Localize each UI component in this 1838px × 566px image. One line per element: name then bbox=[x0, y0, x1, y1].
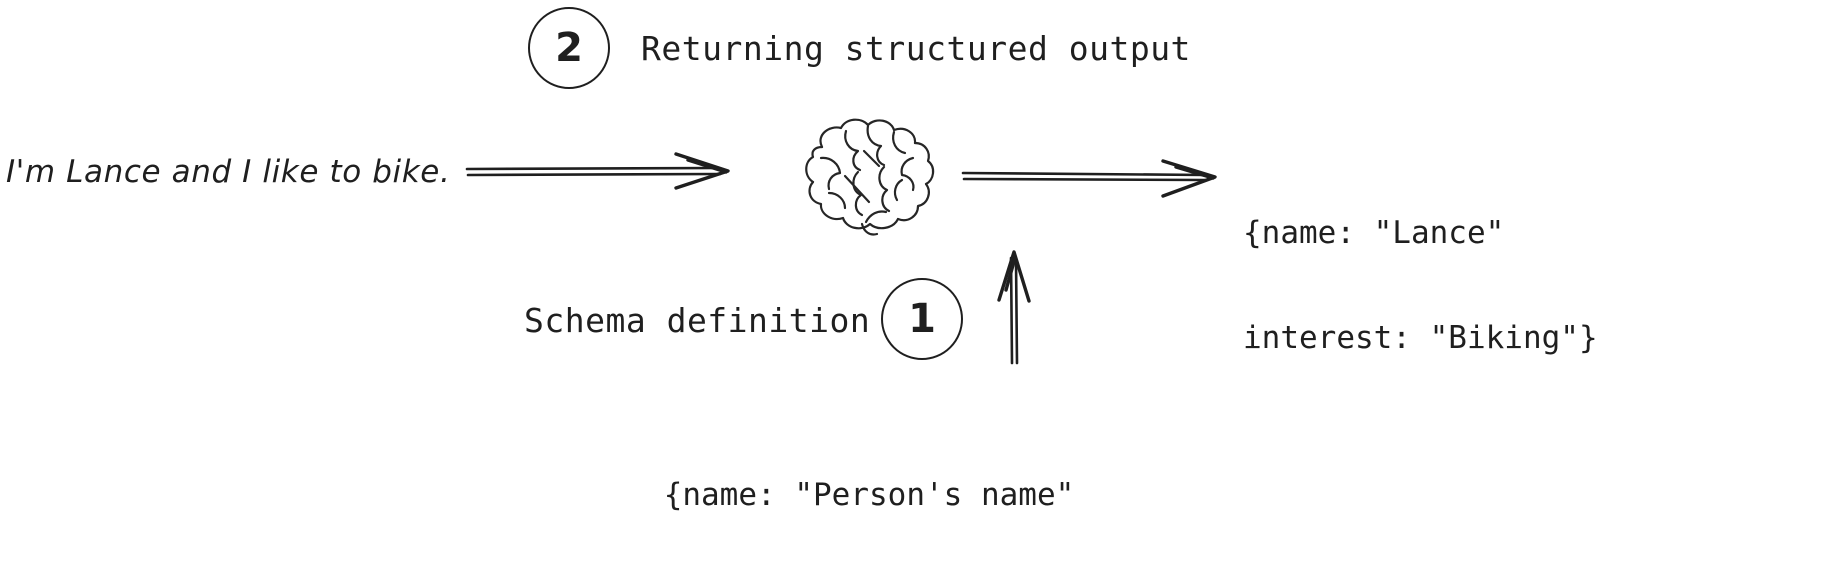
step-badge-2-number: 2 bbox=[555, 25, 583, 71]
arrow-input-to-model bbox=[465, 152, 730, 190]
schema-caption: Schema definition bbox=[524, 301, 871, 340]
schema-code-line-1: {name: "Person's name" bbox=[663, 477, 1075, 513]
output-code-block: {name: "Lance" interest: "Biking"} bbox=[1243, 146, 1598, 426]
step-badge-1: 1 bbox=[881, 278, 963, 360]
output-code-line-2: interest: "Biking"} bbox=[1243, 320, 1598, 356]
brain-icon bbox=[805, 118, 935, 236]
step-badge-1-number: 1 bbox=[908, 296, 936, 342]
arrow-model-to-output bbox=[961, 159, 1217, 198]
schema-code-block: {name: "Person's name" interest: "Person… bbox=[604, 408, 1134, 566]
step-2-caption: Returning structured output bbox=[641, 29, 1191, 68]
step-badge-2: 2 bbox=[528, 7, 610, 89]
arrow-schema-to-model bbox=[997, 250, 1031, 365]
output-code-line-1: {name: "Lance" bbox=[1243, 215, 1505, 251]
input-text: I'm Lance and I like to bike. bbox=[6, 154, 451, 190]
